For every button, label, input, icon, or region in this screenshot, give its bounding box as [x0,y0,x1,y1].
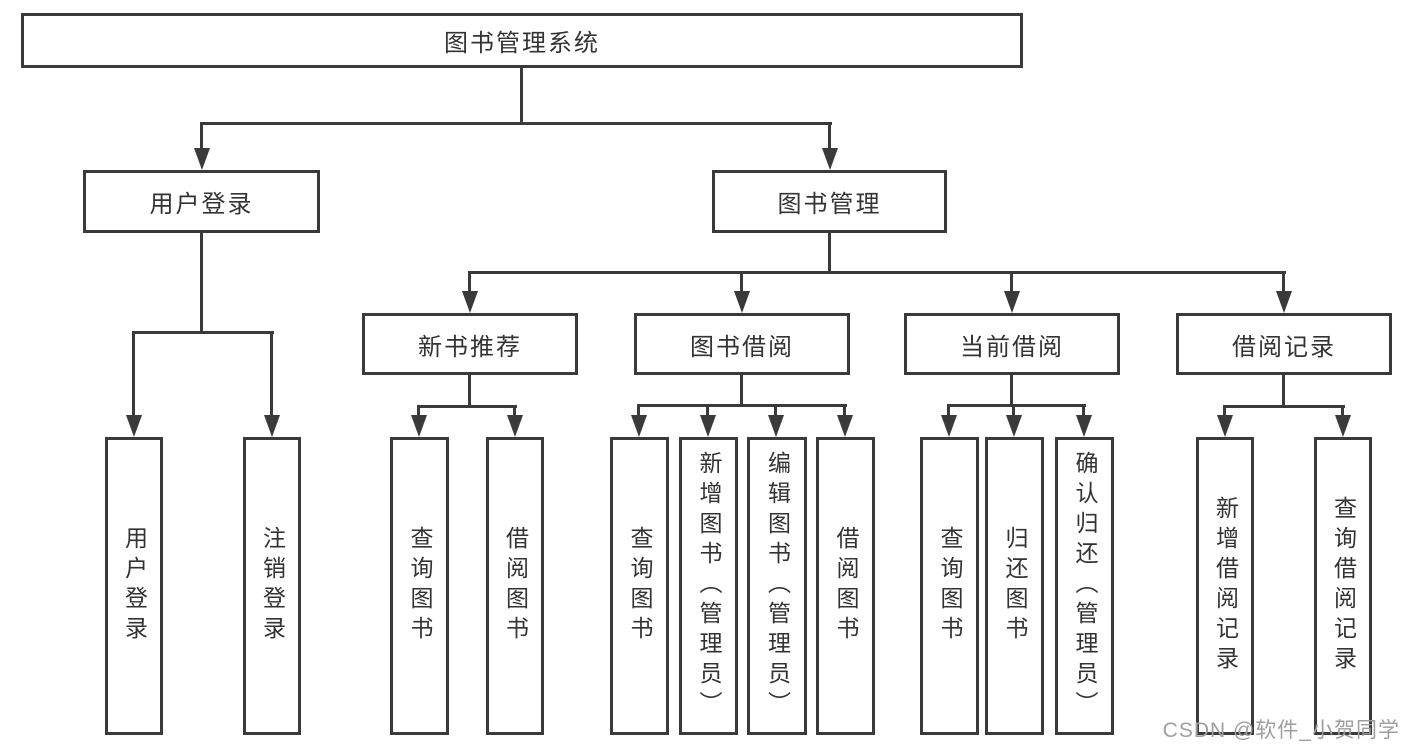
connector-drop-bb-edit [774,404,777,417]
connector-user-login-bar [132,331,274,334]
connector-drop-borrow-record [1282,271,1285,293]
node-leaf-bb-add-book: 新增图书（管理员） [679,437,738,735]
node-user-login: 用户登录 [83,170,320,233]
node-leaf-bb-add-book-label: 新增图书（管理员） [696,451,722,721]
node-leaf-nb-borrow-book: 借阅图书 [486,437,544,735]
node-leaf-br-query-record-label: 查询借阅记录 [1330,496,1357,676]
node-leaf-logout-label: 注销登录 [259,526,286,646]
arrow-down-icon [1006,415,1022,437]
connector-drop-bb-query [637,404,640,417]
node-leaf-nb-query-book: 查询图书 [390,437,449,735]
connector-root-stem [520,68,523,124]
arrow-down-icon [462,291,478,313]
connector-drop-cb-return [1012,404,1015,417]
node-leaf-user-login-label: 用户登录 [121,526,148,646]
connector-book-borrow-bar [637,404,847,407]
node-leaf-nb-query-book-label: 查询图书 [407,526,433,646]
arrow-down-icon [700,415,716,437]
node-leaf-br-query-record: 查询借阅记录 [1314,437,1372,735]
node-leaf-bb-query-book: 查询图书 [610,437,669,735]
arrow-down-icon [411,415,427,437]
node-leaf-cb-return-book: 归还图书 [985,437,1044,735]
node-leaf-bb-borrow-book-label: 借阅图书 [833,526,859,646]
node-book-borrow: 图书借阅 [634,313,850,375]
connector-new-book-stem [468,375,471,408]
watermark-text: CSDN @软件_小贺同学 [1162,719,1400,742]
connector-user-login-stem [200,233,203,334]
connector-book-management-bar [468,271,1286,274]
arrow-down-icon [126,415,142,437]
connector-drop-bb-add [706,404,709,417]
connector-borrow-record-bar [1223,405,1345,408]
connector-drop-new-book-recommend [468,271,471,293]
node-book-borrow-label: 图书借阅 [690,333,794,361]
node-user-login-label: 用户登录 [149,191,254,218]
node-root-label: 图书管理系统 [444,30,600,57]
node-borrow-record-label: 借阅记录 [1232,333,1336,361]
node-leaf-bb-edit-book: 编辑图书（管理员） [747,437,807,735]
node-current-borrow-label: 当前借阅 [960,333,1064,361]
node-leaf-logout: 注销登录 [243,437,301,735]
node-leaf-cb-confirm-return-label: 确认归还（管理员） [1072,451,1098,721]
arrow-down-icon [264,415,280,437]
node-book-management: 图书管理 [712,170,947,233]
node-leaf-br-add-record-label: 新增借阅记录 [1212,496,1239,676]
node-leaf-cb-confirm-return: 确认归还（管理员） [1055,437,1114,735]
connector-drop-leaf-logout [270,331,273,417]
node-leaf-bb-borrow-book: 借阅图书 [816,437,875,735]
node-new-book-recommend: 新书推荐 [362,313,578,375]
arrow-down-icon [631,415,647,437]
arrow-down-icon [768,415,784,437]
node-leaf-bb-edit-book-label: 编辑图书（管理员） [764,451,791,721]
connector-drop-book-management [828,122,831,150]
node-leaf-cb-query-book: 查询图书 [920,437,979,735]
connector-drop-current-borrow [1010,271,1013,293]
arrow-down-icon [822,148,838,170]
arrow-down-icon [1335,415,1351,437]
connector-borrow-record-stem [1282,375,1285,408]
connector-drop-br-query [1341,405,1344,417]
node-new-book-recommend-label: 新书推荐 [418,333,522,361]
connector-drop-cb-confirm [1082,404,1085,417]
node-borrow-record: 借阅记录 [1176,313,1392,375]
arrow-down-icon [1076,415,1092,437]
node-leaf-cb-query-book-label: 查询图书 [937,526,963,646]
arrow-down-icon [194,148,210,170]
connector-drop-nb-query [417,405,420,417]
connector-drop-cb-query [947,404,950,417]
node-current-borrow: 当前借阅 [904,313,1120,375]
node-leaf-cb-return-book-label: 归还图书 [1002,526,1028,646]
arrow-down-icon [941,415,957,437]
node-leaf-user-login: 用户登录 [105,437,163,735]
node-root: 图书管理系统 [21,13,1023,68]
connector-drop-nb-borrow [513,405,516,417]
connector-book-borrow-stem [740,375,743,407]
arrow-down-icon [507,415,523,437]
node-book-management-label: 图书管理 [777,191,882,218]
node-leaf-br-add-record: 新增借阅记录 [1196,437,1254,735]
connector-drop-br-add [1223,405,1226,417]
node-leaf-bb-query-book-label: 查询图书 [627,526,653,646]
connector-drop-user-login [200,122,203,150]
arrow-down-icon [734,291,750,313]
connector-book-management-stem [828,233,831,274]
arrow-down-icon [1004,291,1020,313]
connector-drop-bb-borrow [843,404,846,417]
connector-root-bar [200,122,832,125]
connector-drop-leaf-user-login [132,331,135,417]
connector-drop-book-borrow [740,271,743,293]
arrow-down-icon [1217,415,1233,437]
connector-current-borrow-bar [947,404,1086,407]
arrow-down-icon [1276,291,1292,313]
connector-current-borrow-stem [1010,375,1013,407]
node-leaf-nb-borrow-book-label: 借阅图书 [502,526,529,646]
connector-new-book-bar [417,405,517,408]
arrow-down-icon [837,415,853,437]
